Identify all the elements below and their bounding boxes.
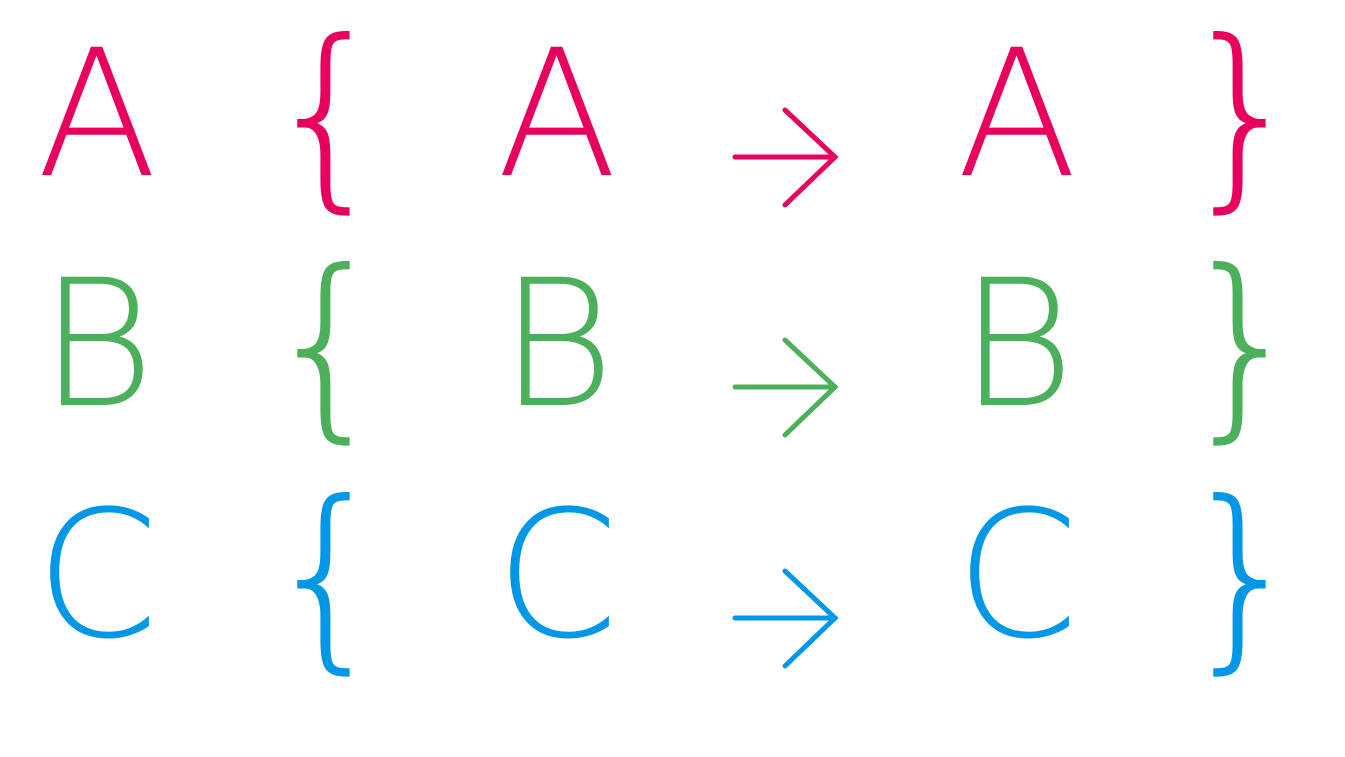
row-c: C { C C }: [0, 461, 1345, 691]
open-brace: {: [263, 0, 391, 231]
source-letter: A: [496, 12, 618, 217]
source-letter: C: [495, 473, 619, 678]
target-letter: C: [955, 473, 1079, 678]
source-letter: B: [499, 242, 615, 447]
open-brace: {: [263, 459, 391, 692]
arrow-right-icon: [732, 337, 839, 438]
arrow-right-icon: [732, 568, 839, 669]
open-brace: {: [263, 228, 391, 461]
row-b: B { B B }: [0, 230, 1345, 460]
target-letter: A: [956, 12, 1078, 217]
row-label: C: [35, 473, 159, 678]
row-a: A { A A }: [0, 0, 1345, 230]
row-label: A: [36, 12, 158, 217]
target-letter: B: [959, 242, 1075, 447]
close-brace: }: [1179, 459, 1307, 692]
row-label: B: [39, 242, 155, 447]
close-brace: }: [1179, 228, 1307, 461]
close-brace: }: [1179, 0, 1307, 231]
arrow-right-icon: [732, 107, 839, 208]
